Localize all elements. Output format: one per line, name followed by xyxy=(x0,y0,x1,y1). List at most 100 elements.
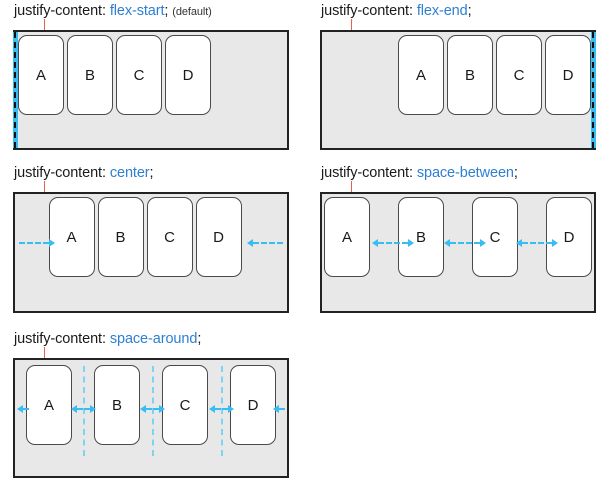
arrow-head-left-icon xyxy=(273,404,279,413)
flex-item-a[interactable]: A xyxy=(18,35,64,115)
flex-item-a[interactable]: A xyxy=(26,365,72,445)
caption-property: justify-content: xyxy=(321,3,413,19)
half-space-arrow-c-left xyxy=(153,404,165,413)
arrow-head-right-icon xyxy=(159,404,165,413)
caption-semicolon: ; xyxy=(149,165,154,181)
arrow-head-right-icon xyxy=(90,404,96,413)
half-space-arrow-left-edge xyxy=(17,404,29,413)
flex-item-a[interactable]: A xyxy=(324,197,370,277)
caption-flex-start: justify-content: flex-start; (default) xyxy=(14,3,212,19)
panel-flex-start: justify-content: flex-start; (default) A… xyxy=(13,0,289,152)
free-space-arrow-right xyxy=(247,238,283,247)
half-space-arrow-right-edge xyxy=(273,404,285,413)
panel-flex-end: justify-content: flex-end; A B C D xyxy=(320,0,596,152)
flex-item-c[interactable]: C xyxy=(146,197,193,277)
caption-space-between: justify-content: space-between; xyxy=(321,165,518,181)
flex-item-d[interactable]: D xyxy=(195,197,242,277)
flex-item-b[interactable]: B xyxy=(97,197,144,277)
caption-flex-end: justify-content: flex-end; xyxy=(321,3,472,19)
flex-item-b[interactable]: B xyxy=(67,35,113,115)
flex-container-space-between: A B C D xyxy=(320,192,596,313)
flex-item-d[interactable]: D xyxy=(165,35,211,115)
arrow-head-left-icon xyxy=(209,404,215,413)
arrow-shaft xyxy=(23,407,29,410)
flex-item-a[interactable]: A xyxy=(398,35,444,115)
flex-items-row: A B C D xyxy=(15,32,287,148)
start-edge-marker-icon xyxy=(13,32,18,148)
arrow-head-left-icon xyxy=(372,238,378,247)
flex-item-c[interactable]: C xyxy=(496,35,542,115)
caption-property: justify-content: xyxy=(14,3,106,19)
half-space-arrow-d-left xyxy=(222,404,234,413)
caption-tick-marker xyxy=(44,181,45,192)
caption-tick-marker xyxy=(44,347,45,358)
flex-items-row: A B C D xyxy=(15,194,287,311)
arrow-head-right-icon xyxy=(480,238,486,247)
arrow-shaft xyxy=(146,407,152,410)
caption-value: space-between xyxy=(416,165,514,181)
caption-semicolon: ; xyxy=(467,3,472,19)
gap-arrow-c-d xyxy=(516,238,558,247)
caption-semicolon: ; xyxy=(164,3,169,19)
arrow-shaft xyxy=(378,241,408,244)
panel-center: justify-content: center; A B C D xyxy=(13,162,289,314)
arrow-head-left-icon xyxy=(444,238,450,247)
caption-note: (default) xyxy=(172,6,212,18)
arrow-head-right-icon xyxy=(228,404,234,413)
flex-item-c[interactable]: C xyxy=(116,35,162,115)
arrow-shaft xyxy=(153,407,159,410)
arrow-shaft xyxy=(253,241,283,244)
caption-center: justify-content: center; xyxy=(14,165,154,181)
caption-property: justify-content: xyxy=(14,165,106,181)
arrow-shaft xyxy=(215,407,221,410)
arrow-head-right-icon xyxy=(552,238,558,247)
flex-item-b[interactable]: B xyxy=(94,365,140,445)
flex-container-center: A B C D xyxy=(13,192,289,313)
separator-b-c xyxy=(152,366,154,456)
caption-space-around: justify-content: space-around; xyxy=(14,331,201,347)
flex-item-b[interactable]: B xyxy=(447,35,493,115)
arrow-shaft xyxy=(77,407,83,410)
arrow-shaft xyxy=(522,241,552,244)
end-edge-marker-icon xyxy=(591,32,596,148)
caption-semicolon: ; xyxy=(197,331,202,347)
separator-c-d xyxy=(221,366,223,456)
caption-value: flex-end xyxy=(416,3,468,19)
caption-property: justify-content: xyxy=(321,165,413,181)
flex-item-c[interactable]: C xyxy=(472,197,518,277)
arrow-shaft xyxy=(450,241,480,244)
caption-tick-marker xyxy=(351,181,352,192)
arrow-head-left-icon xyxy=(140,404,146,413)
flex-item-d[interactable]: D xyxy=(546,197,592,277)
flex-item-a[interactable]: A xyxy=(48,197,95,277)
flex-item-d[interactable]: D xyxy=(230,365,276,445)
arrow-head-right-icon xyxy=(49,238,55,247)
panel-space-around: justify-content: space-around; A B C D xyxy=(13,328,289,478)
half-space-arrow-b-right xyxy=(140,404,152,413)
caption-tick-marker xyxy=(351,19,352,30)
flex-item-c[interactable]: C xyxy=(162,365,208,445)
gap-arrow-a-b xyxy=(372,238,414,247)
arrow-shaft xyxy=(279,407,285,410)
separator-a-b xyxy=(83,366,85,456)
half-space-arrow-a-right xyxy=(71,404,83,413)
flex-item-b[interactable]: B xyxy=(398,197,444,277)
flex-item-d[interactable]: D xyxy=(545,35,591,115)
arrow-shaft xyxy=(222,407,228,410)
caption-value: flex-start xyxy=(109,3,165,19)
caption-value: space-around xyxy=(109,331,198,347)
arrow-shaft xyxy=(84,407,90,410)
arrow-head-left-icon xyxy=(17,404,23,413)
caption-semicolon: ; xyxy=(513,165,518,181)
arrow-head-left-icon xyxy=(516,238,522,247)
arrow-head-left-icon xyxy=(247,238,253,247)
flex-items-row: A B C D xyxy=(15,360,287,476)
free-space-arrow-left xyxy=(19,238,55,247)
half-space-arrow-c-right xyxy=(209,404,221,413)
arrow-head-right-icon xyxy=(408,238,414,247)
caption-value: center xyxy=(109,165,150,181)
gap-arrow-b-c xyxy=(444,238,486,247)
arrow-shaft xyxy=(19,241,49,244)
half-space-arrow-b-left xyxy=(84,404,96,413)
flex-container-space-around: A B C D xyxy=(13,358,289,478)
